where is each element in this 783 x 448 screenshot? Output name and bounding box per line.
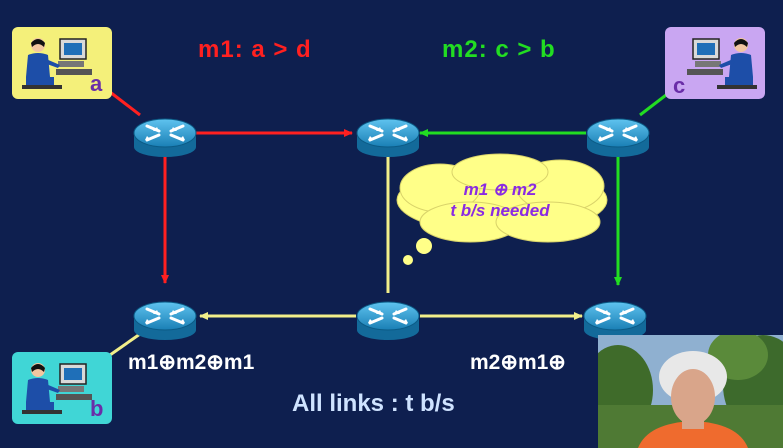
computer-user-icon: [22, 38, 92, 89]
host-b-label: b: [90, 396, 104, 421]
presenter-video: [598, 335, 783, 448]
thought-cloud: [396, 153, 608, 265]
link-b-to-router-bl: [109, 332, 141, 357]
coded-label-right: m2⊕m1⊕: [470, 351, 566, 374]
router-bottom-left: [133, 301, 197, 340]
router-top-left: [133, 118, 197, 157]
router-bottom-right: [583, 301, 647, 340]
link-a-to-router-tl: [109, 90, 141, 117]
m2-label: m2: c > b: [442, 36, 556, 63]
cloud-line-2: t b/s needed: [450, 201, 550, 220]
router-top-center: [356, 118, 420, 157]
computer-user-icon: [22, 363, 92, 414]
router-top-right: [586, 118, 650, 157]
host-c: c: [665, 27, 765, 99]
host-a: a: [12, 27, 112, 99]
cloud-line-1: m1 ⊕ m2: [463, 180, 537, 199]
m1-label: m1: a > d: [198, 36, 312, 63]
footer-all-links: All links : t b/s: [292, 390, 455, 417]
webcam-overlay: [598, 335, 783, 448]
host-a-label: a: [90, 71, 103, 96]
coded-label-left: m1⊕m2⊕m1: [128, 351, 255, 374]
computer-user-icon: [687, 38, 757, 89]
host-b: b: [12, 352, 112, 424]
router-bottom-center: [356, 301, 420, 340]
host-c-label: c: [673, 73, 686, 98]
